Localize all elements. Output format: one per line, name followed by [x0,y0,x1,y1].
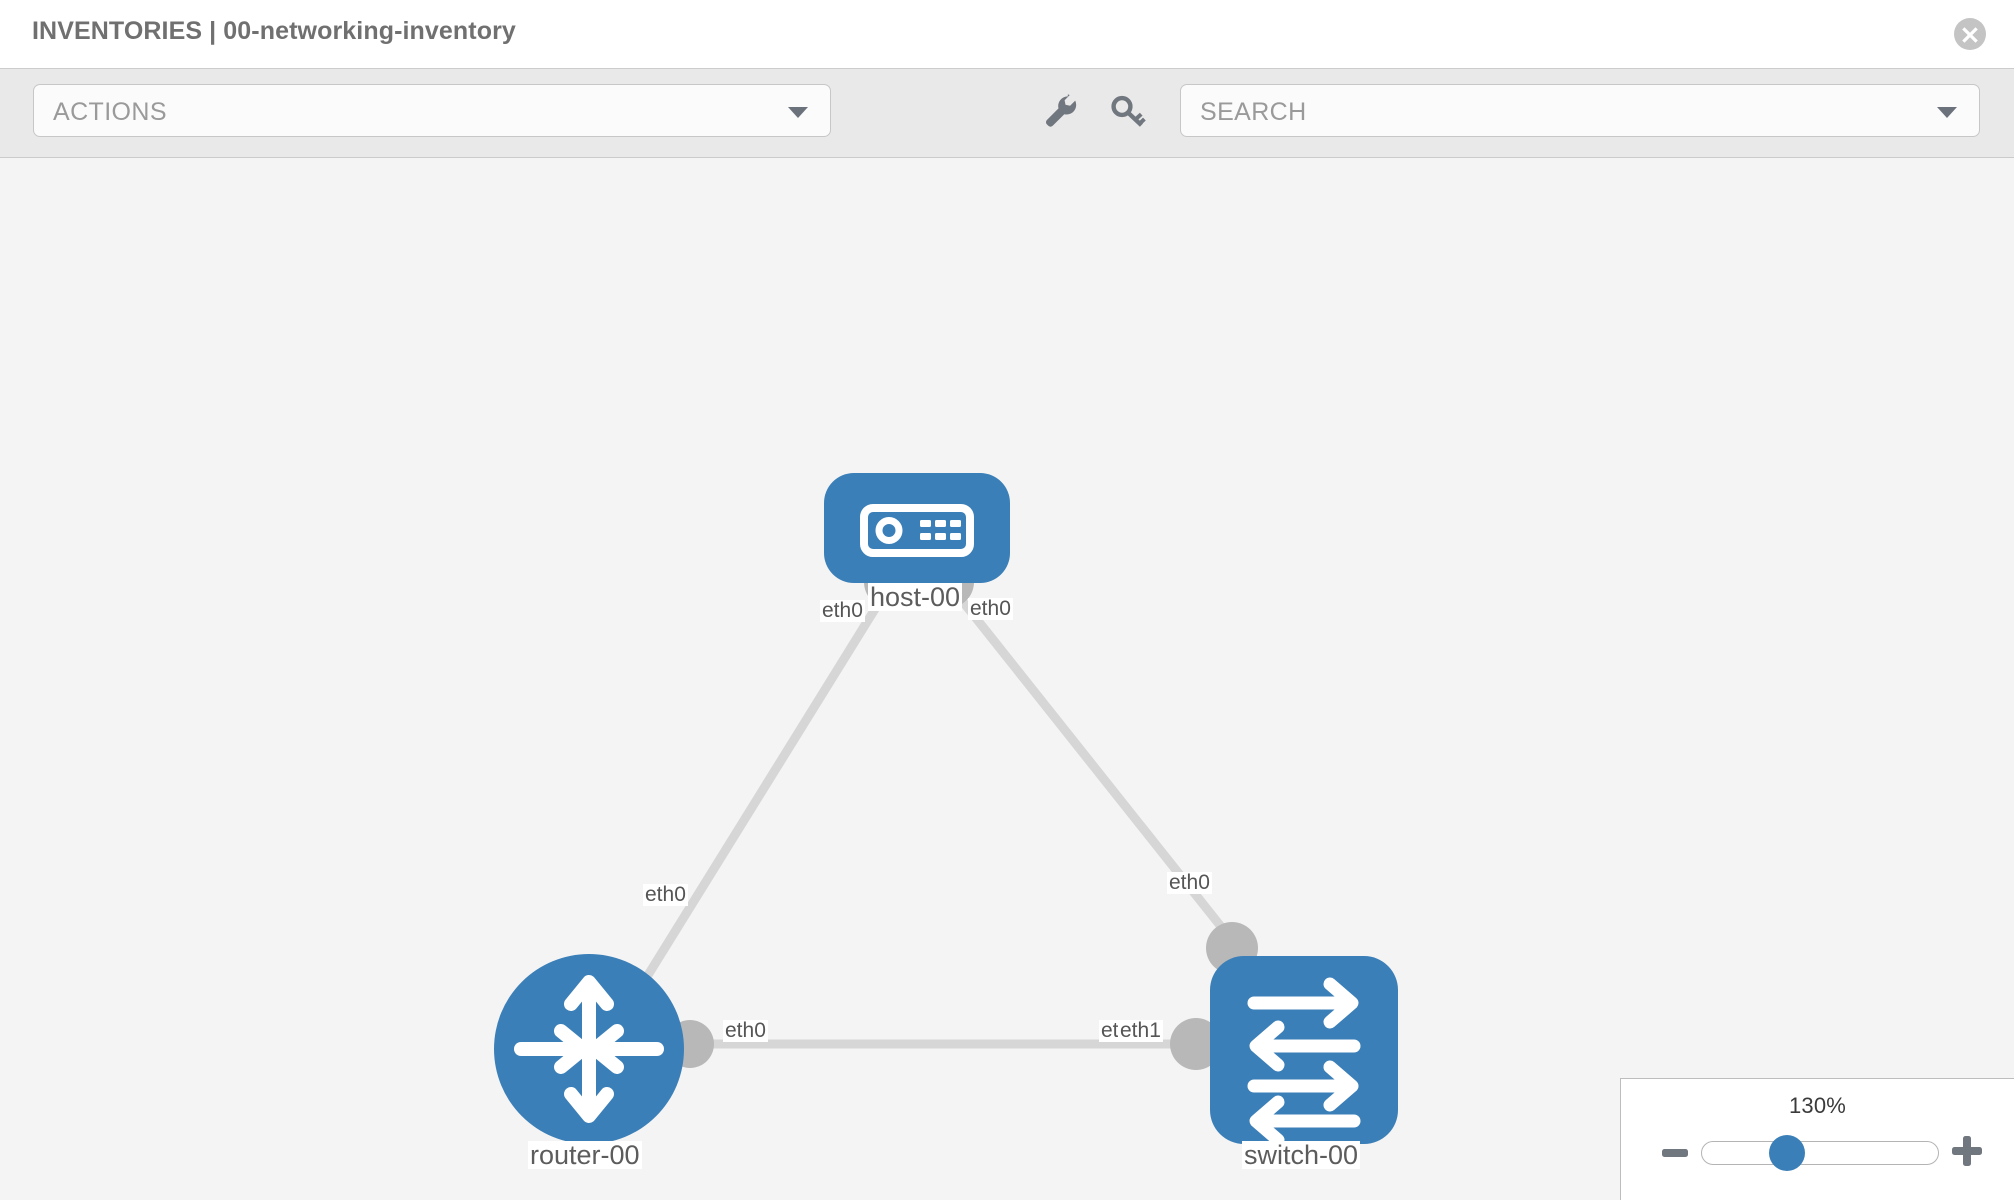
router-arrows-icon [514,975,664,1123]
socket-switch-left [1170,1018,1222,1070]
socket-group [666,556,1258,1070]
edge-label-host-eth0-left: eth0 [820,599,865,623]
close-icon[interactable] [1954,18,1986,50]
edge-label-router-eth0-up: eth0 [643,883,688,907]
search-placeholder: SEARCH [1200,98,1307,126]
zoom-control-panel: 130% [1620,1078,2014,1200]
actions-dropdown-label: ACTIONS [53,98,167,126]
page-header: INVENTORIES | 00-networking-inventory [0,0,2014,68]
node-router-00[interactable] [494,954,684,1144]
node-host-00[interactable] [824,473,1010,583]
switch-arrows-icon [1247,977,1361,1147]
toolbar: ACTIONS SEARCH [0,68,2014,158]
chevron-down-icon[interactable] [1937,107,1957,118]
zoom-slider-thumb[interactable] [1769,1135,1805,1171]
edge-label-router-eth0-right: eth0 [723,1019,768,1043]
edge-host-router [636,585,892,991]
server-icon [860,504,974,557]
topology-graph [494,473,1398,1147]
actions-dropdown[interactable]: ACTIONS [33,84,831,137]
plus-icon[interactable] [1951,1135,1983,1167]
edge-label-switch-eth0-up: eth0 [1167,871,1212,895]
topology-canvas[interactable]: eth0 host-00 eth0 eth0 eth0 eth0 eth eth… [0,158,2014,1200]
edge-label-switch-eth1: eth1 [1118,1019,1163,1043]
edge-label-host-eth0-right: eth0 [968,597,1013,621]
node-label-switch-00: switch-00 [1242,1140,1361,1170]
node-label-host-00: host-00 [868,582,963,612]
zoom-slider-track[interactable] [1701,1141,1939,1165]
node-label-router-00: router-00 [528,1140,642,1170]
search-input[interactable]: SEARCH [1180,84,1980,137]
page-title: INVENTORIES | 00-networking-inventory [32,17,516,45]
wrench-icon[interactable] [1040,91,1080,131]
node-switch-00[interactable] [1210,956,1398,1147]
key-icon[interactable] [1108,91,1148,131]
chevron-down-icon [788,107,808,118]
zoom-level-value: 130% [1788,1093,1847,1118]
minus-icon[interactable] [1661,1139,1689,1167]
